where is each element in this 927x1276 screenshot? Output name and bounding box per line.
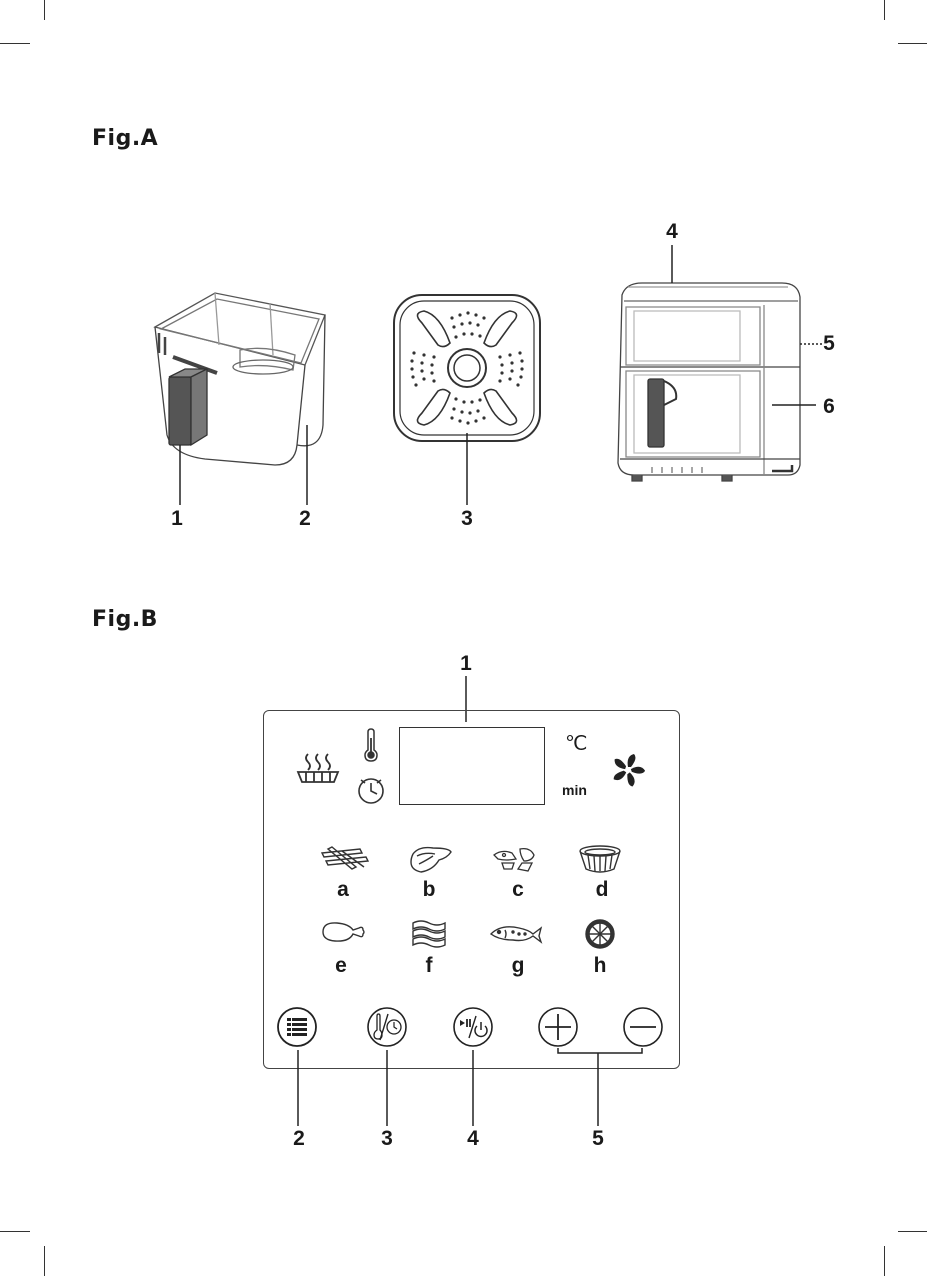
crop-mark [884,1246,885,1276]
leader-line [386,1050,388,1126]
callout-6: 6 [823,396,835,417]
preset-label-g: g [512,955,525,976]
callout-3: 3 [461,508,473,529]
callout-2: 2 [299,508,311,529]
plus-button[interactable] [537,1006,579,1048]
leader-line [306,425,308,505]
menu-icon [287,1018,307,1036]
leader-line [466,433,468,505]
temp-time-button[interactable] [366,1006,408,1048]
callout-5: 5 [823,333,835,354]
clock-icon [357,777,385,805]
callout-b4: 4 [467,1128,479,1149]
preset-label-b: b [423,879,436,900]
preset-label-h: h [594,955,607,976]
fig-a-title: Fig.A [92,126,158,151]
leader-line [472,1050,474,1126]
crop-mark [898,1231,927,1232]
preset-label-a: a [337,879,349,900]
callout-1: 1 [171,508,183,529]
callout-b1: 1 [460,653,472,674]
leader-line [297,1050,299,1126]
air-fryer-illustration [612,275,802,495]
unit-celsius: ℃ [565,734,587,754]
fries-icon[interactable] [320,845,370,871]
drumstick-icon[interactable] [319,920,367,944]
preset-label-c: c [512,879,524,900]
fish-icon[interactable] [489,922,543,944]
leader-line [671,245,673,283]
crop-mark [0,1231,30,1232]
pizza-icon[interactable] [584,918,616,950]
lcd-display [399,727,545,805]
unit-minutes: min [562,783,587,797]
callout-b3: 3 [381,1128,393,1149]
crisper-plate-illustration [392,293,542,443]
fig-b-title: Fig.B [92,607,158,632]
menu-button[interactable] [276,1006,318,1048]
callout-4: 4 [666,221,678,242]
minus-button[interactable] [622,1006,664,1048]
leader-line-dotted [800,343,822,345]
steak-icon[interactable] [409,844,453,874]
crop-mark [898,43,927,44]
cake-icon[interactable] [578,845,622,873]
shrimp-icon[interactable] [492,845,538,873]
callout-b2: 2 [293,1128,305,1149]
crop-mark [44,1246,45,1276]
basket-illustration [145,285,345,465]
preset-label-d: d [596,879,609,900]
crop-mark [0,43,30,44]
crop-mark [884,0,885,20]
start-pause-power-button[interactable] [452,1006,494,1048]
preset-label-e: e [335,955,347,976]
bacon-icon[interactable] [411,919,447,949]
leader-line [179,445,181,505]
thermometer-icon [364,728,378,762]
fan-icon [610,752,646,788]
preheat-icon[interactable] [296,752,340,784]
preset-label-f: f [426,955,433,976]
bracket-line [556,1048,646,1128]
leader-line [772,404,816,406]
callout-b5: 5 [592,1128,604,1149]
crop-mark [44,0,45,20]
